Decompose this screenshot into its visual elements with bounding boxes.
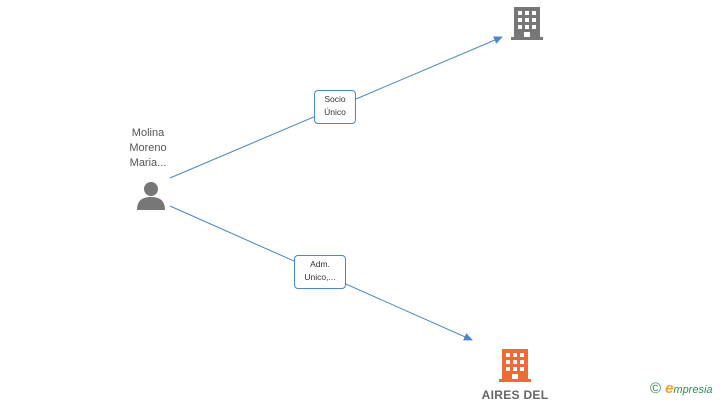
person-name-line: Molina (131, 127, 165, 139)
person-icon[interactable] (137, 182, 165, 210)
edge-label-adm-unico[interactable]: Adm. Unico,... (294, 255, 346, 289)
brand-logo-text: mpresia (673, 384, 713, 396)
edge-label-line: Adm. (310, 259, 330, 269)
person-name-line: Moreno (129, 142, 167, 154)
edge-label-line: Unico,... (304, 272, 336, 282)
edge-label-line: Socio (324, 94, 346, 104)
building-icon[interactable] (511, 7, 543, 40)
brand-logo-initial: e (665, 380, 674, 397)
copyright-symbol: © (650, 380, 662, 397)
company-name[interactable]: AIRES DEL (481, 388, 549, 402)
building-icon[interactable] (499, 349, 531, 382)
empresia-brand: ©empresia (650, 380, 713, 397)
edge-label-socio-unico[interactable]: Socio Único (314, 90, 356, 124)
person-name-line: Maria... (129, 157, 167, 169)
person-name[interactable]: Molina Moreno Maria... (112, 126, 184, 171)
edge-label-line: Único (324, 107, 346, 117)
